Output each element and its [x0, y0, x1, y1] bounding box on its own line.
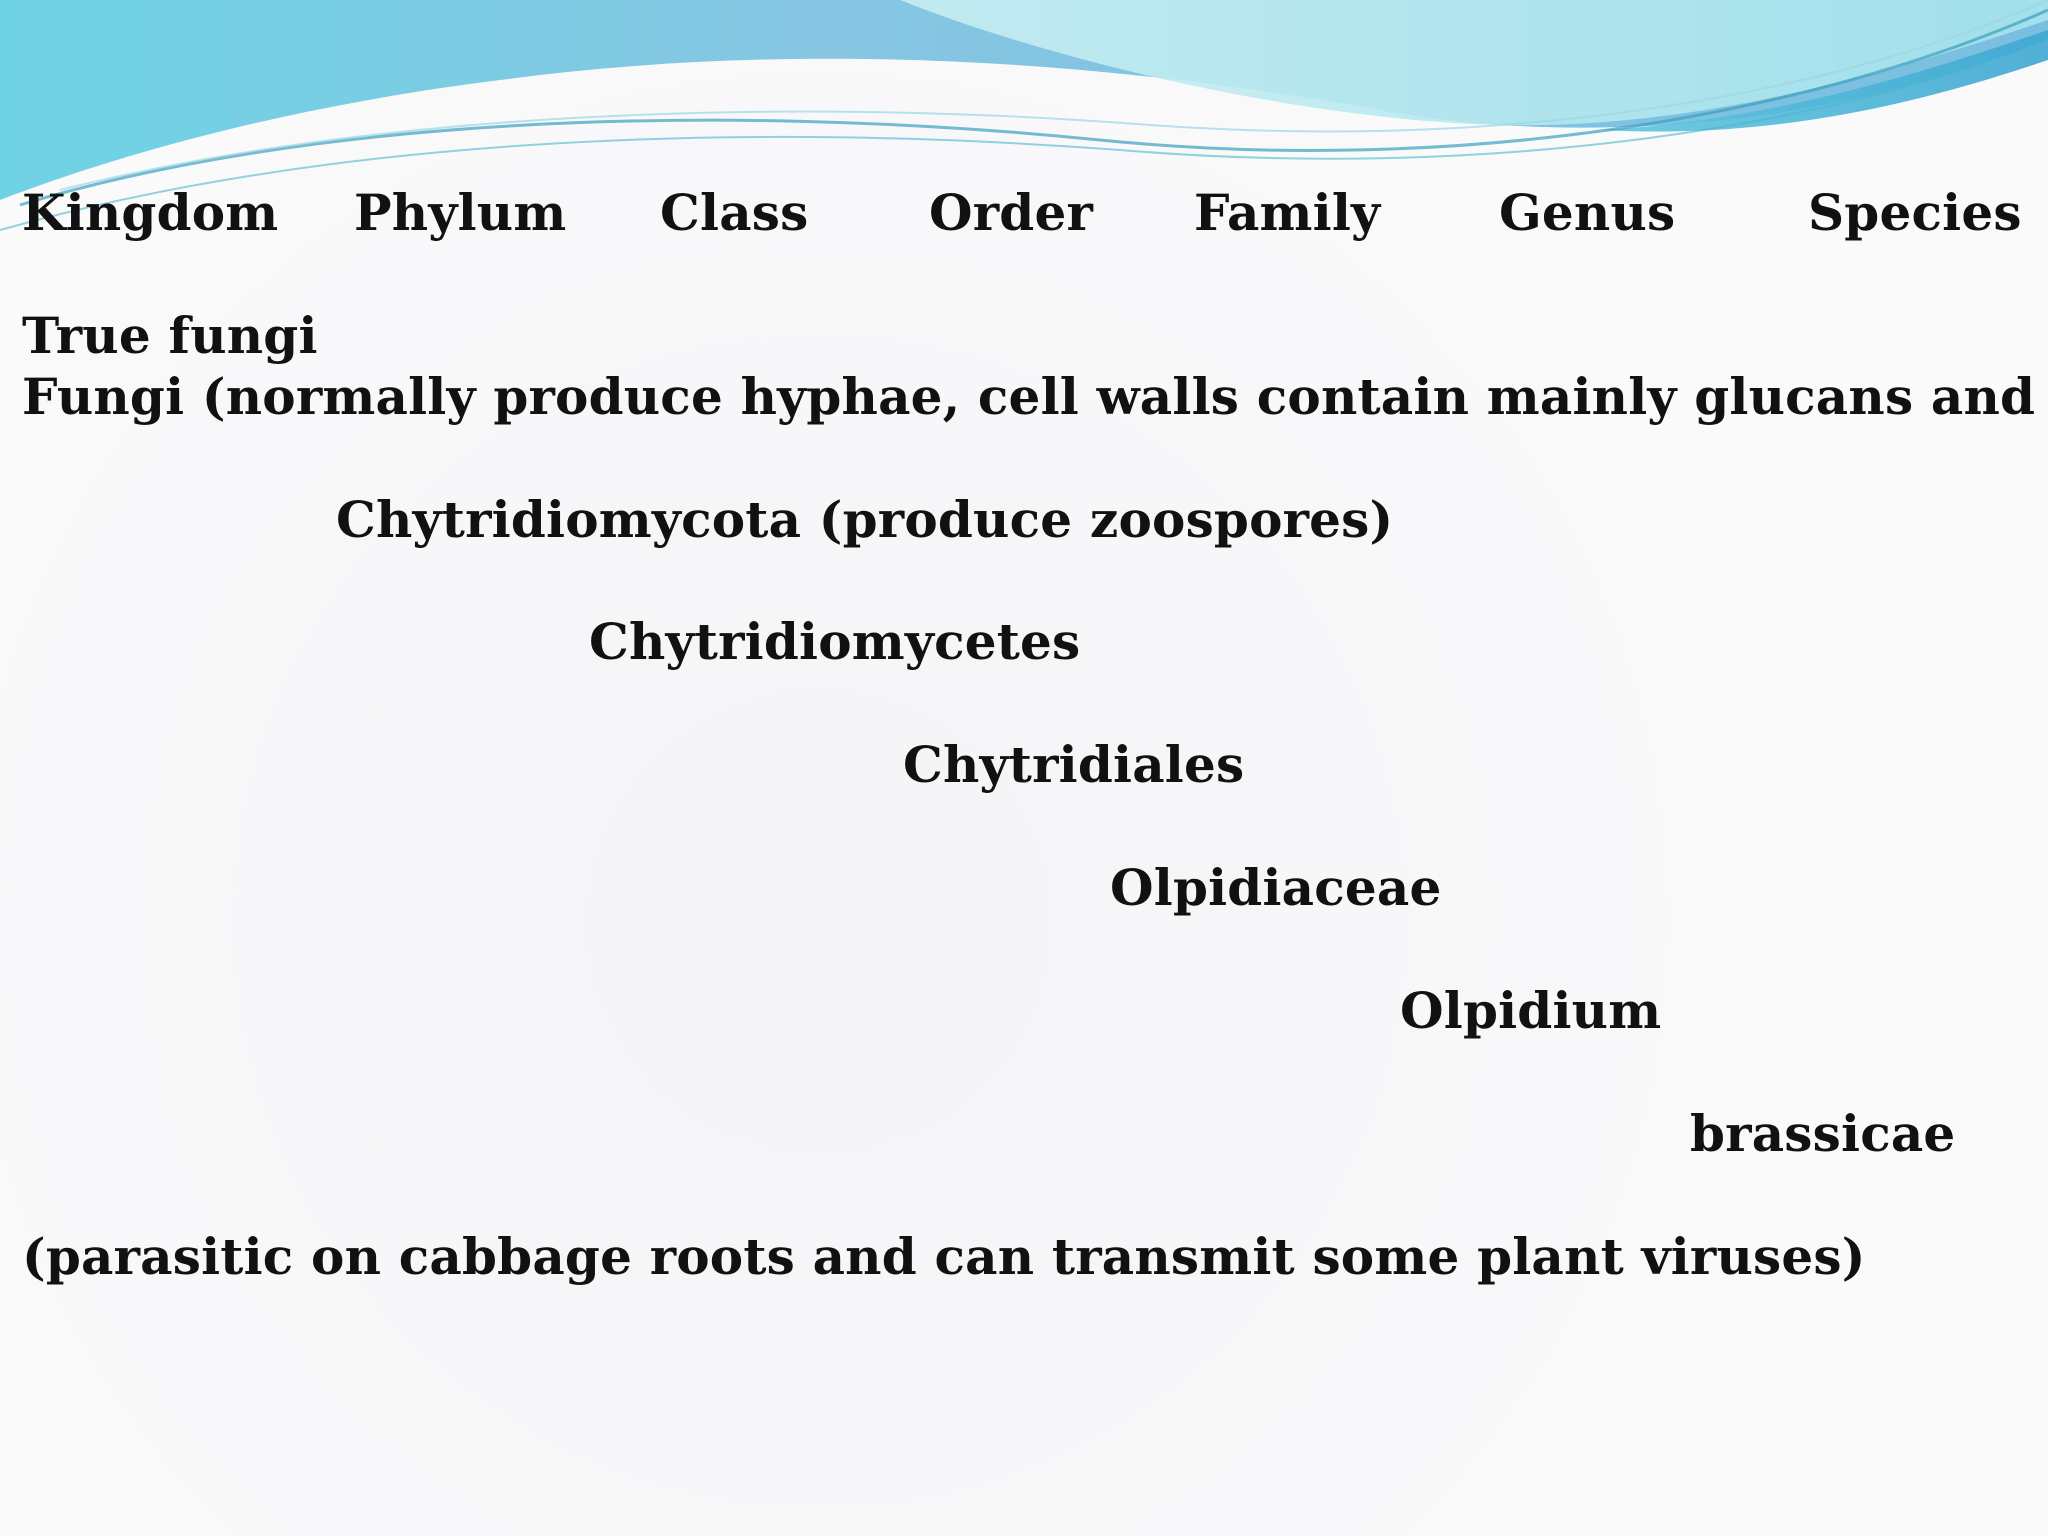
kingdom-label: True fungi	[22, 306, 318, 365]
phylum-value: Chytridiomycota (produce zoospores)	[336, 490, 1394, 549]
genus-value: Olpidium	[1400, 981, 1662, 1040]
rank-header-species: Species	[1808, 183, 2022, 242]
order-value: Chytridiales	[903, 735, 1245, 794]
rank-header-phylum: Phylum	[354, 183, 567, 242]
organism-note: (parasitic on cabbage roots and can tran…	[22, 1227, 1866, 1286]
rank-header-order: Order	[929, 183, 1094, 242]
rank-header-class: Class	[660, 183, 809, 242]
family-value: Olpidiaceae	[1110, 858, 1442, 917]
species-value: brassicae	[1690, 1104, 1956, 1163]
rank-header-kingdom: Kingdom	[22, 183, 279, 242]
kingdom-description: Fungi (normally produce hyphae, cell wal…	[22, 367, 2048, 426]
rank-header-genus: Genus	[1499, 183, 1676, 242]
rank-header-family: Family	[1194, 183, 1381, 242]
class-value: Chytridiomycetes	[589, 612, 1081, 671]
header-wave-decoration	[0, 0, 2048, 231]
